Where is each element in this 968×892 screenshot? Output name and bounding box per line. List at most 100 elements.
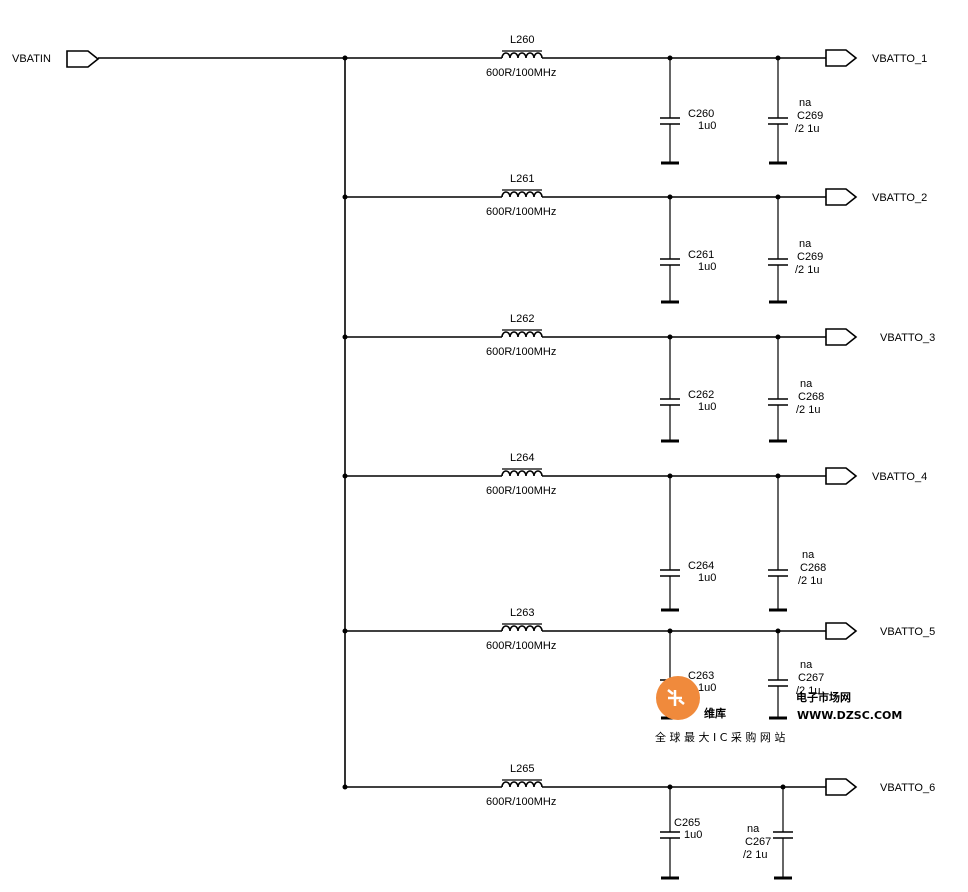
inductor-value: 600R/100MHz — [486, 796, 556, 808]
cap1-ref: C260 — [688, 108, 714, 120]
output-port-arrow — [825, 49, 858, 67]
inductor-value: 600R/100MHz — [486, 206, 556, 218]
inductor: L260 600R/100MHz — [486, 34, 556, 79]
cap2-value: /2 1u — [796, 404, 820, 416]
cap2-note: na — [800, 378, 813, 390]
inductor-ref: L261 — [510, 173, 534, 185]
inductor-coil — [501, 52, 543, 59]
output-port: VBATTO_2 — [825, 188, 927, 206]
inductor: L262 600R/100MHz — [486, 313, 556, 358]
inductor: L263 600R/100MHz — [486, 607, 556, 652]
cap2-ref: C267 — [798, 672, 824, 684]
cap2-note: na — [802, 549, 815, 561]
cap2-value: /2 1u — [795, 264, 819, 276]
inductor-coil — [501, 625, 543, 632]
inductor-value: 600R/100MHz — [486, 67, 556, 79]
cap1-value: 1u0 — [698, 261, 716, 273]
inductor-value: 600R/100MHz — [486, 346, 556, 358]
inductor-ref: L263 — [510, 607, 534, 619]
cap2-ref: C269 — [797, 251, 823, 263]
output-port: VBATTO_5 — [825, 622, 935, 640]
cap1-ref: C264 — [688, 560, 714, 572]
cap1-value: 1u0 — [698, 572, 716, 584]
cap1-value: 1u0 — [698, 401, 716, 413]
cap1-ref: C261 — [688, 249, 714, 261]
watermark-logo-icon — [656, 676, 700, 720]
cap2-ref: C269 — [797, 110, 823, 122]
cap2-ref: C268 — [800, 562, 826, 574]
output-port-label: VBATTO_3 — [880, 332, 935, 344]
output-port-label: VBATTO_4 — [872, 471, 927, 483]
output-port-arrow — [825, 467, 858, 485]
inductor-coil — [501, 191, 543, 198]
output-port: VBATTO_3 — [825, 328, 935, 346]
cap1-value: 1u0 — [698, 120, 716, 132]
inductor-ref: L264 — [510, 452, 534, 464]
output-port-arrow — [825, 778, 858, 796]
inductor-ref: L262 — [510, 313, 534, 325]
cap2-value: /2 1u — [743, 849, 767, 861]
watermark-brand: 维库 — [704, 706, 726, 720]
cap1-value: 1u0 — [698, 682, 716, 694]
cap1-ref: C262 — [688, 389, 714, 401]
inductor: L264 600R/100MHz — [486, 452, 556, 497]
inductor: L261 600R/100MHz — [486, 173, 556, 218]
output-port: VBATTO_4 — [825, 467, 927, 485]
output-port-label: VBATTO_6 — [880, 782, 935, 794]
watermark-slogan: 全 球 最 大 I C 采 购 网 站 — [655, 730, 785, 744]
inductor: L265 600R/100MHz — [486, 763, 556, 808]
output-port-label: VBATTO_5 — [880, 626, 935, 638]
output-port: VBATTO_6 — [825, 778, 935, 796]
inductor-ref: L265 — [510, 763, 534, 775]
cap1-value: 1u0 — [684, 829, 702, 841]
inductor-value: 600R/100MHz — [486, 485, 556, 497]
output-port-label: VBATTO_2 — [872, 192, 927, 204]
watermark-subtitle: 电子市场网 — [796, 690, 851, 704]
cap2-note: na — [800, 659, 813, 671]
inductor-coil — [501, 781, 543, 788]
watermark-url: WWW.DZSC.COM — [797, 709, 902, 722]
inductor-coil — [501, 331, 543, 338]
cap1-ref: C263 — [688, 670, 714, 682]
cap1-ref: C265 — [674, 817, 700, 829]
inductor-ref: L260 — [510, 34, 534, 46]
cap2-ref: C268 — [798, 391, 824, 403]
cap2-note: na — [799, 97, 812, 109]
cap2-note: na — [747, 823, 760, 835]
input-port-arrow — [66, 50, 100, 68]
output-port-label: VBATTO_1 — [872, 53, 927, 65]
input-port: VBATIN — [12, 50, 100, 68]
output-port-arrow — [825, 328, 858, 346]
cap2-value: /2 1u — [796, 685, 820, 697]
cap2-note: na — [799, 238, 812, 250]
input-port-label: VBATIN — [12, 53, 51, 65]
output-port: VBATTO_1 — [825, 49, 927, 67]
watermark: 维库 电子市场网 WWW.DZSC.COM 全 球 最 大 I C 采 购 网 … — [655, 676, 902, 744]
cap2-ref: C267 — [745, 836, 771, 848]
cap2-value: /2 1u — [795, 123, 819, 135]
cap2-value: /2 1u — [798, 575, 822, 587]
output-port-arrow — [825, 188, 858, 206]
inductor-coil — [501, 470, 543, 477]
inductor-value: 600R/100MHz — [486, 640, 556, 652]
output-port-arrow — [825, 622, 858, 640]
